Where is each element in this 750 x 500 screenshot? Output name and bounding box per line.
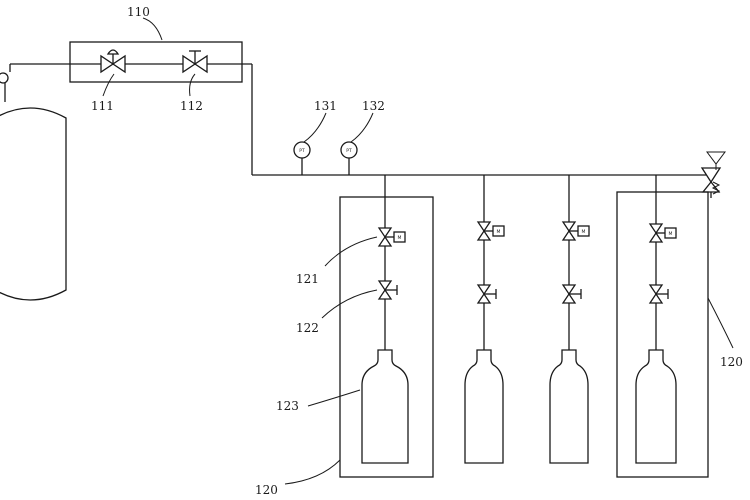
label-122: 122	[296, 321, 319, 335]
cylinder-group-box-right	[616, 191, 709, 478]
label-123: 123	[276, 399, 299, 413]
valve-112	[182, 50, 208, 74]
actuator-text-2: M	[497, 229, 501, 235]
valve-111	[100, 49, 126, 74]
relief-valve	[700, 151, 726, 198]
storage-tank	[0, 107, 67, 301]
cylinder-branch-3	[549, 175, 590, 464]
pressure-gauge-131	[293, 141, 311, 175]
actuator-text-3: M	[582, 229, 586, 235]
label-111: 111	[91, 99, 114, 113]
valve-box-110	[69, 41, 243, 83]
cylinder-group-box-left	[339, 196, 434, 478]
label-120-right: 120	[720, 355, 743, 369]
label-112: 112	[180, 99, 203, 113]
tank-gauge-icon	[0, 72, 9, 84]
actuator-text-4: M	[669, 231, 673, 237]
cylinder-branch-4	[635, 175, 677, 464]
gauge-131-text: PT	[299, 148, 305, 154]
label-131: 131	[314, 99, 337, 113]
actuator-text-1: M	[398, 235, 402, 241]
label-120-left: 120	[255, 483, 278, 497]
cylinder-branch-1	[361, 175, 409, 464]
label-110: 110	[127, 5, 150, 19]
cylinder-branch-2	[464, 175, 505, 464]
leader-lines	[102, 17, 734, 485]
gauge-132-text: PT	[346, 148, 352, 154]
label-121: 121	[296, 272, 319, 286]
label-132: 132	[362, 99, 385, 113]
pressure-gauge-132	[340, 141, 358, 175]
